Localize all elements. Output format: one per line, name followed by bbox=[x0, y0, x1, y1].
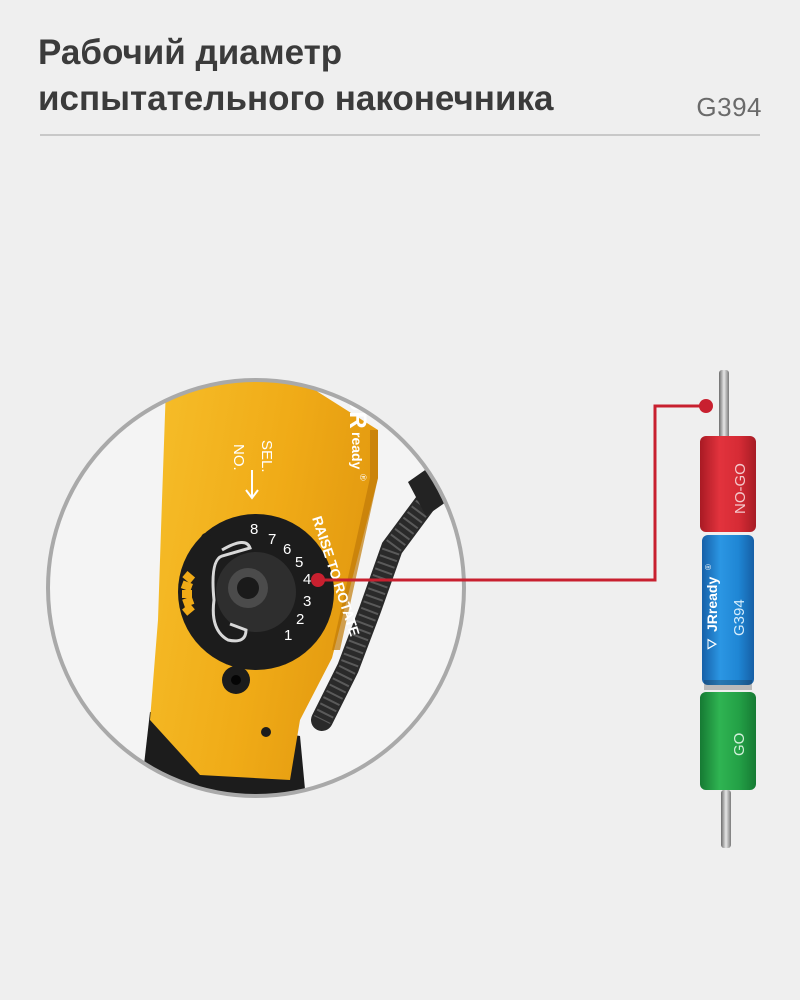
dial-number-4: 4 bbox=[303, 571, 311, 588]
header-divider bbox=[40, 134, 760, 136]
go-pin bbox=[721, 790, 731, 848]
gauge-handle bbox=[702, 535, 754, 685]
spring-icon bbox=[311, 483, 443, 731]
title-line-1: Рабочий диаметр bbox=[38, 33, 343, 72]
arrow-down-icon bbox=[245, 470, 259, 500]
go-section bbox=[700, 692, 756, 790]
selector-label: SEL. NO. bbox=[230, 440, 275, 473]
gauge-brand: ⛛ JRready ® bbox=[704, 564, 720, 650]
dial-number-2: 2 bbox=[296, 611, 304, 628]
dial-number-8: 8 bbox=[250, 521, 258, 538]
selector-dial[interactable]: 8 7 6 5 4 3 2 1 bbox=[178, 514, 334, 670]
dial-teeth bbox=[180, 571, 196, 616]
dial-number-3: 3 bbox=[303, 593, 311, 610]
rivet-hole bbox=[261, 727, 271, 737]
leader-start-dot bbox=[311, 573, 325, 587]
model-code: G394 bbox=[696, 92, 762, 122]
leader-line bbox=[311, 399, 713, 587]
no-label: NO. bbox=[230, 444, 247, 471]
nogo-pin bbox=[719, 370, 729, 450]
gauge-model-label: G394 bbox=[731, 599, 748, 636]
tool-brand-sub: ready bbox=[349, 432, 365, 470]
pin-gauge: NO-GO ⛛ JRready ® G394 GO bbox=[700, 370, 756, 848]
nogo-label: NO-GO bbox=[732, 463, 749, 514]
gauge-brand-icon: ⛛ bbox=[704, 638, 720, 650]
gauge-brand-name: JRready bbox=[704, 577, 720, 632]
magnifier-ring bbox=[46, 378, 466, 798]
leader-end-dot bbox=[699, 399, 713, 413]
magnified-tool-view: 8 7 6 5 4 3 2 1 RAISE TO ROTATE SEL. NO.… bbox=[46, 378, 466, 798]
nogo-section bbox=[700, 436, 756, 532]
page-title: Рабочий диаметр испытательного наконечни… bbox=[38, 30, 553, 122]
rivet-hole-top bbox=[201, 533, 211, 543]
title-line-2: испытательного наконечника bbox=[38, 79, 554, 118]
go-label: GO bbox=[731, 733, 748, 756]
tool-brand-mark: ® bbox=[358, 474, 368, 481]
dial-number-6: 6 bbox=[283, 541, 291, 558]
dial-number-5: 5 bbox=[295, 554, 303, 571]
sel-label: SEL. bbox=[258, 440, 275, 473]
gauge-brand-mark: ® bbox=[704, 564, 713, 570]
dial-number-7: 7 bbox=[268, 531, 276, 548]
clip-wire bbox=[211, 541, 252, 643]
dial-number-1: 1 bbox=[284, 627, 292, 644]
